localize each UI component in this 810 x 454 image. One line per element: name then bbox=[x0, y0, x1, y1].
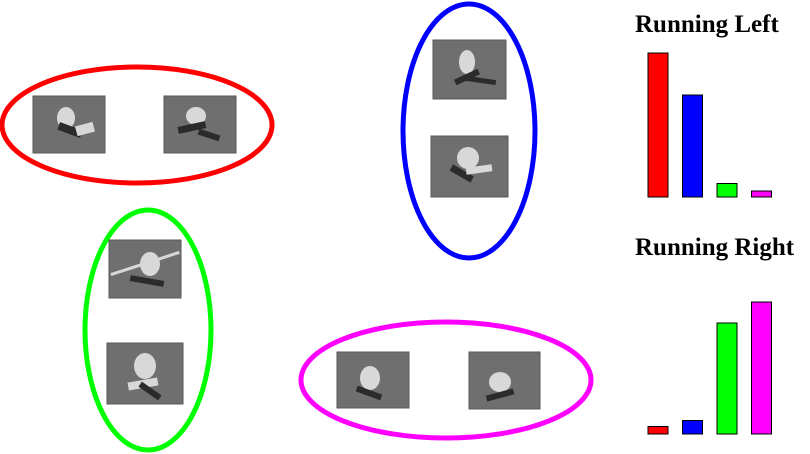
cluster-blue-ellipse bbox=[400, 1, 538, 261]
cluster-red bbox=[0, 64, 275, 186]
thumbnail-green-1 bbox=[108, 239, 182, 299]
bar-running-left-green bbox=[716, 183, 738, 198]
cluster-magenta bbox=[298, 319, 594, 441]
histogram-running-right: Running Right bbox=[635, 234, 795, 435]
bar-running-right-red bbox=[647, 426, 669, 435]
thumbnail-magenta-2 bbox=[468, 351, 541, 410]
chart-title-running-left: Running Left bbox=[635, 11, 779, 38]
bar-running-left-red bbox=[647, 52, 669, 198]
bar-running-left-blue bbox=[682, 94, 703, 198]
thumbnail-blue-1 bbox=[432, 39, 507, 100]
cluster-green-ellipse bbox=[82, 207, 214, 453]
thumbnail-blue-2 bbox=[430, 135, 509, 198]
cluster-green bbox=[82, 207, 214, 453]
bar-running-right-magenta bbox=[751, 301, 772, 435]
bar-running-right-green bbox=[716, 322, 738, 435]
histogram-running-left: Running Left bbox=[635, 11, 779, 198]
thumbnail-green-2 bbox=[106, 342, 184, 405]
thumbnail-magenta-1 bbox=[336, 351, 410, 409]
cluster-red-ellipse bbox=[0, 64, 275, 186]
cluster-blue bbox=[400, 1, 538, 261]
bar-running-left-magenta bbox=[751, 190, 772, 198]
bars-running-left bbox=[647, 52, 772, 198]
cluster-magenta-ellipse bbox=[298, 319, 594, 441]
bar-running-right-blue bbox=[682, 420, 703, 435]
chart-title-running-right: Running Right bbox=[635, 234, 795, 261]
thumbnail-red-2 bbox=[163, 95, 237, 154]
thumbnail-red-1 bbox=[32, 95, 106, 154]
bars-running-right bbox=[647, 301, 772, 435]
